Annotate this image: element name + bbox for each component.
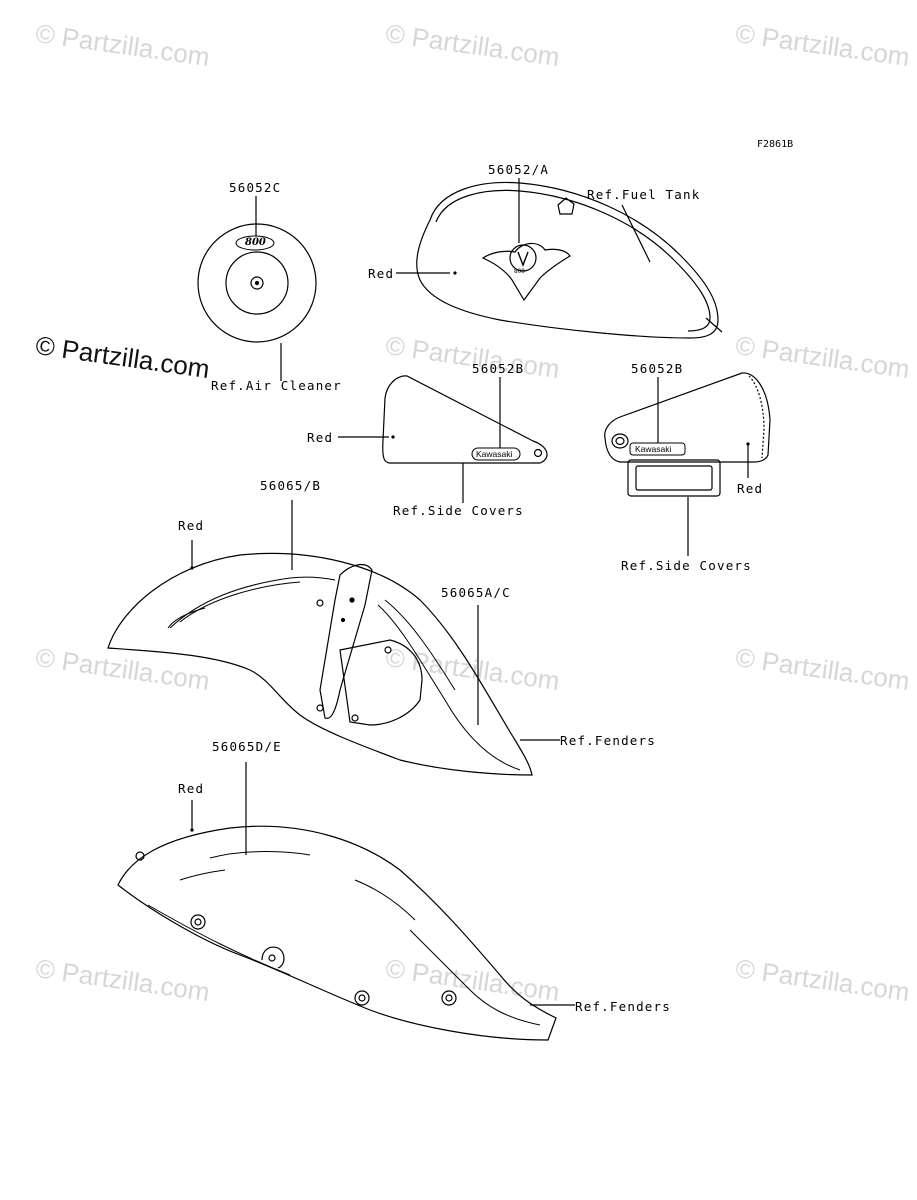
front-fender-ref: Ref.Fenders [560, 733, 656, 748]
fuel-tank-emblem[interactable] [416, 181, 723, 339]
side-cover-left-part-no[interactable]: 56052B [472, 361, 525, 376]
rear-fender-part-no[interactable]: 56065D/E [212, 739, 282, 754]
fuel-tank-color: Red [368, 266, 395, 281]
rear-fender-ref: Ref.Fenders [575, 999, 671, 1014]
rear-fender-color: Red [178, 781, 205, 796]
side-cover-left-emblem-text: Kawasaki [476, 449, 513, 459]
side-cover-right-ref: Ref.Side Covers [621, 558, 752, 573]
air-cleaner-ref: Ref.Air Cleaner [211, 378, 342, 393]
side-cover-right-part-no[interactable]: 56052B [631, 361, 684, 376]
front-fender-emblem[interactable] [107, 552, 533, 776]
side-cover-right-color: Red [737, 481, 764, 496]
fuel-tank-part-no[interactable]: 56052/A [488, 162, 550, 177]
fuel-tank-badge-sub: 800 [514, 268, 525, 275]
air-cleaner-emblem[interactable] [197, 223, 317, 343]
side-cover-left-color: Red [307, 430, 334, 445]
fuel-tank-ref: Ref.Fuel Tank [587, 187, 701, 202]
figure-code: F2861B [757, 139, 794, 150]
side-cover-left-emblem[interactable] [382, 375, 548, 464]
front-fender-part-no-side[interactable]: 56065A/C [441, 585, 511, 600]
air-cleaner-badge-text: 800 [245, 237, 266, 248]
side-cover-left-ref: Ref.Side Covers [393, 503, 524, 518]
rear-fender-emblem[interactable] [117, 825, 557, 1041]
front-fender-part-no-top[interactable]: 56065/B [260, 478, 322, 493]
front-fender-color: Red [178, 518, 205, 533]
side-cover-right-emblem[interactable] [604, 372, 771, 497]
side-cover-right-emblem-text: Kawasaki [635, 444, 672, 454]
air-cleaner-part-no[interactable]: 56052C [229, 180, 282, 195]
